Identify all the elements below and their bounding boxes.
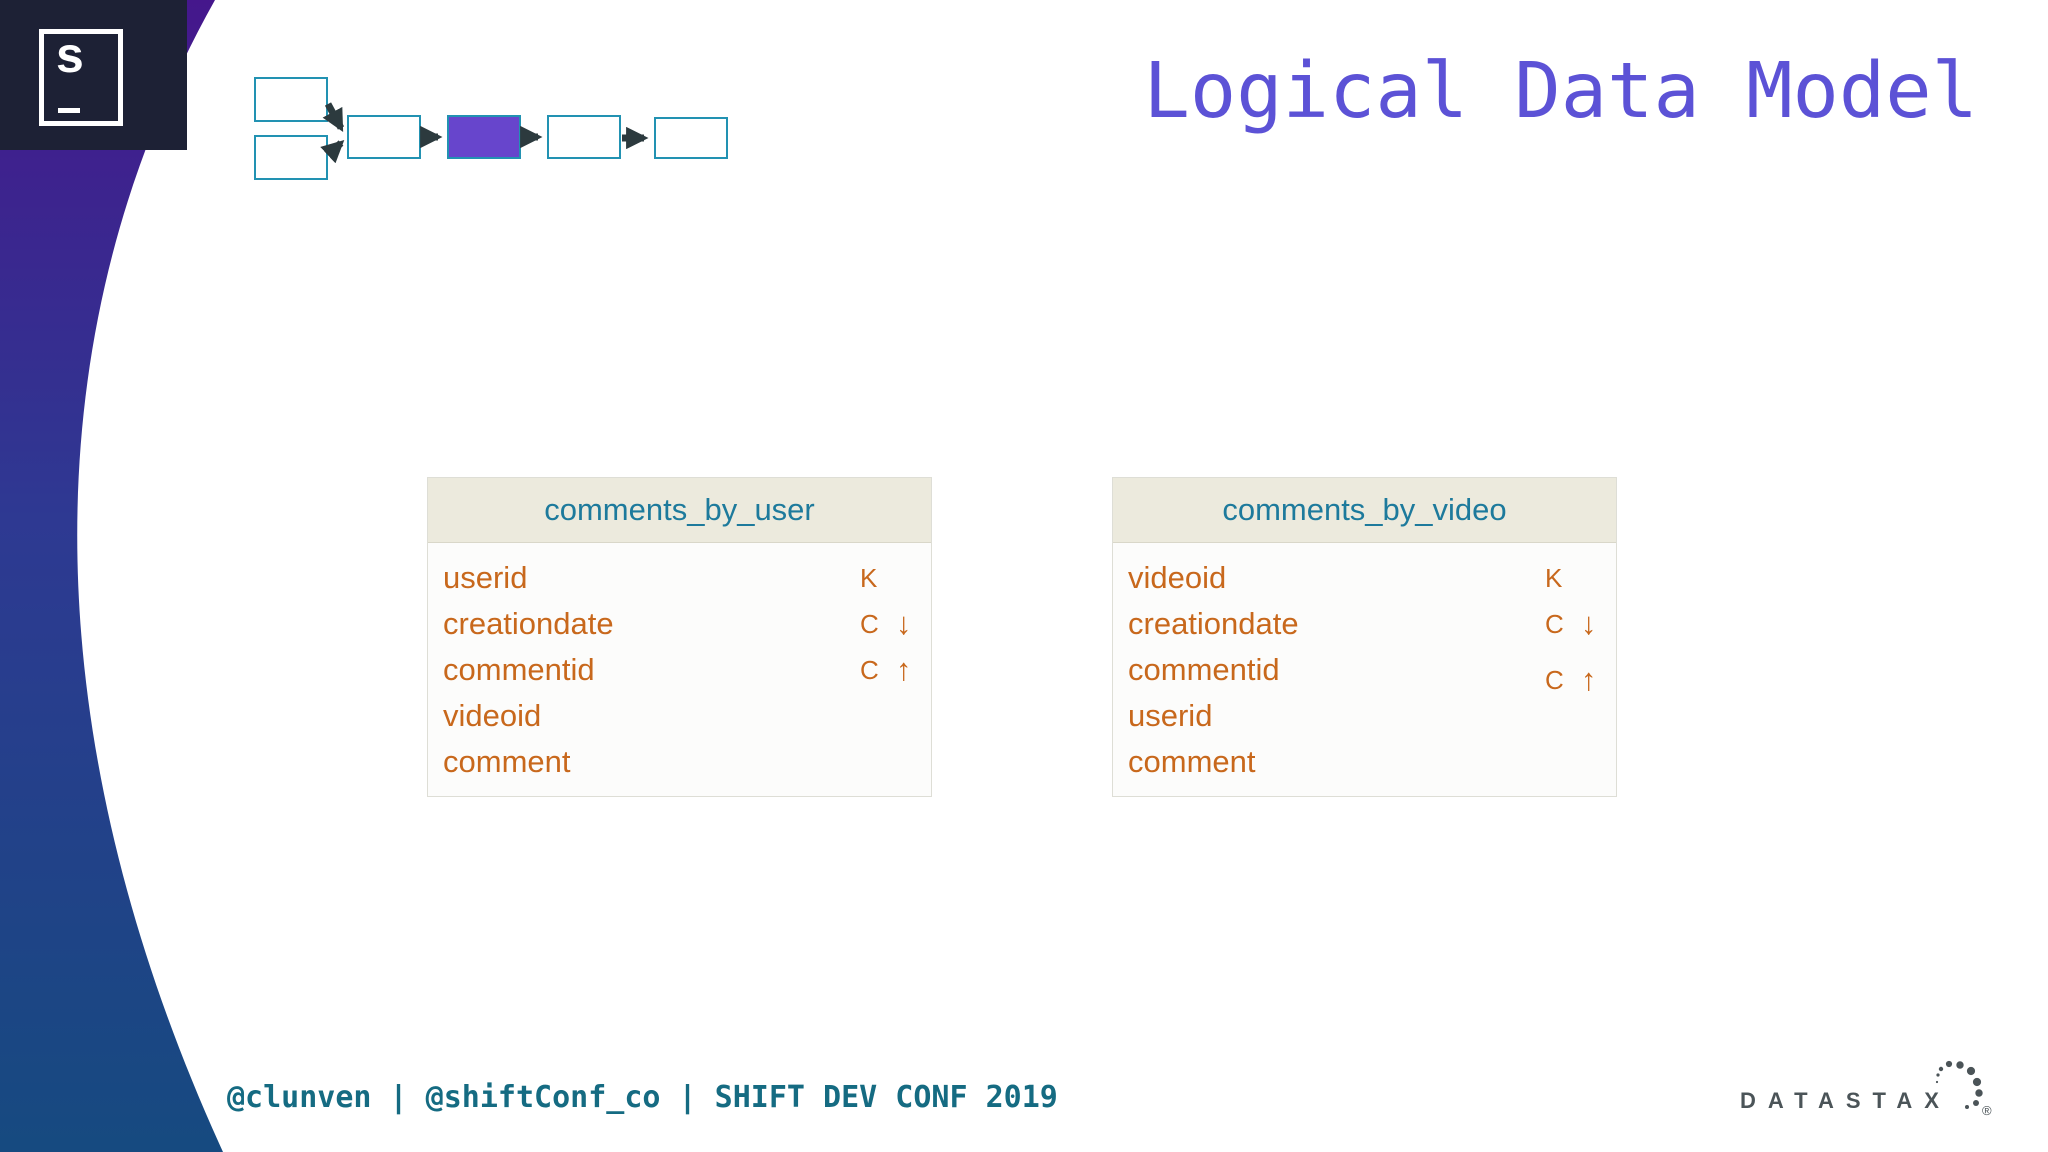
column-name: videoid bbox=[1128, 560, 1227, 595]
sort-asc-icon: ↑ bbox=[1581, 662, 1597, 697]
table-body: videoid K creationdate C ↓ commentid C ↑… bbox=[1113, 543, 1616, 785]
table-comments-by-video: comments_by_video videoid K creationdate… bbox=[1112, 477, 1617, 797]
sort-desc-icon: ↓ bbox=[1581, 606, 1597, 641]
table-row: commentid C ↑ bbox=[1113, 647, 1616, 697]
page-title: Logical Data Model bbox=[1143, 47, 1978, 136]
table-row: commentid C ↑ bbox=[428, 647, 931, 693]
column-name: userid bbox=[1128, 698, 1213, 733]
clustering-key-marker: C bbox=[860, 609, 879, 639]
left-gradient-band bbox=[0, 0, 223, 1152]
shift-logo-icon: s bbox=[39, 27, 123, 126]
flow-box-6 bbox=[654, 117, 728, 159]
shift-logo-letter: s bbox=[56, 27, 84, 83]
table-row: videoid bbox=[428, 693, 931, 739]
table-body: userid K creationdate C ↓ commentid C ↑ … bbox=[428, 543, 931, 785]
datastax-wordmark: DATASTAX bbox=[1740, 1088, 1951, 1113]
clustering-key-marker: C bbox=[1545, 609, 1564, 639]
datastax-dots-icon bbox=[1935, 1060, 1983, 1109]
flow-box-3 bbox=[347, 115, 421, 159]
column-name: creationdate bbox=[443, 606, 614, 641]
table-row: userid K bbox=[428, 555, 931, 601]
table-row: videoid K bbox=[1113, 555, 1616, 601]
table-row: userid bbox=[1113, 693, 1616, 739]
column-name: commentid bbox=[443, 652, 595, 687]
flow-box-5 bbox=[547, 115, 621, 159]
table-title: comments_by_user bbox=[428, 478, 931, 543]
table-row: comment bbox=[1113, 739, 1616, 785]
partition-key-marker: K bbox=[1545, 563, 1563, 593]
footer-credits: @clunven | @shiftConf_co | SHIFT DEV CON… bbox=[227, 1080, 1058, 1115]
flow-arrow-icon bbox=[322, 102, 345, 132]
column-name: videoid bbox=[443, 698, 542, 733]
clustering-key-marker: C bbox=[1545, 665, 1564, 695]
column-name: commentid bbox=[1128, 652, 1280, 687]
sort-asc-icon: ↑ bbox=[896, 652, 912, 687]
column-name: comment bbox=[1128, 744, 1256, 779]
partition-key-marker: K bbox=[860, 563, 878, 593]
flow-diagram bbox=[254, 77, 728, 180]
flow-box-2 bbox=[254, 135, 328, 180]
column-name: userid bbox=[443, 560, 528, 595]
shift-logo-underscore-icon bbox=[58, 108, 80, 113]
table-comments-by-user: comments_by_user userid K creationdate C… bbox=[427, 477, 932, 797]
table-row: comment bbox=[428, 739, 931, 785]
column-name: creationdate bbox=[1128, 606, 1299, 641]
flow-box-4-highlighted bbox=[447, 115, 521, 159]
registered-mark: ® bbox=[1982, 1103, 1992, 1118]
shift-logo-panel: s bbox=[0, 0, 187, 150]
column-name: comment bbox=[443, 744, 571, 779]
sort-desc-icon: ↓ bbox=[896, 606, 912, 641]
table-title: comments_by_video bbox=[1113, 478, 1616, 543]
table-row: creationdate C ↓ bbox=[1113, 601, 1616, 647]
flow-arrow-icon bbox=[320, 139, 345, 164]
flow-box-1 bbox=[254, 77, 328, 122]
clustering-key-marker: C bbox=[860, 655, 879, 685]
table-row: creationdate C ↓ bbox=[428, 601, 931, 647]
